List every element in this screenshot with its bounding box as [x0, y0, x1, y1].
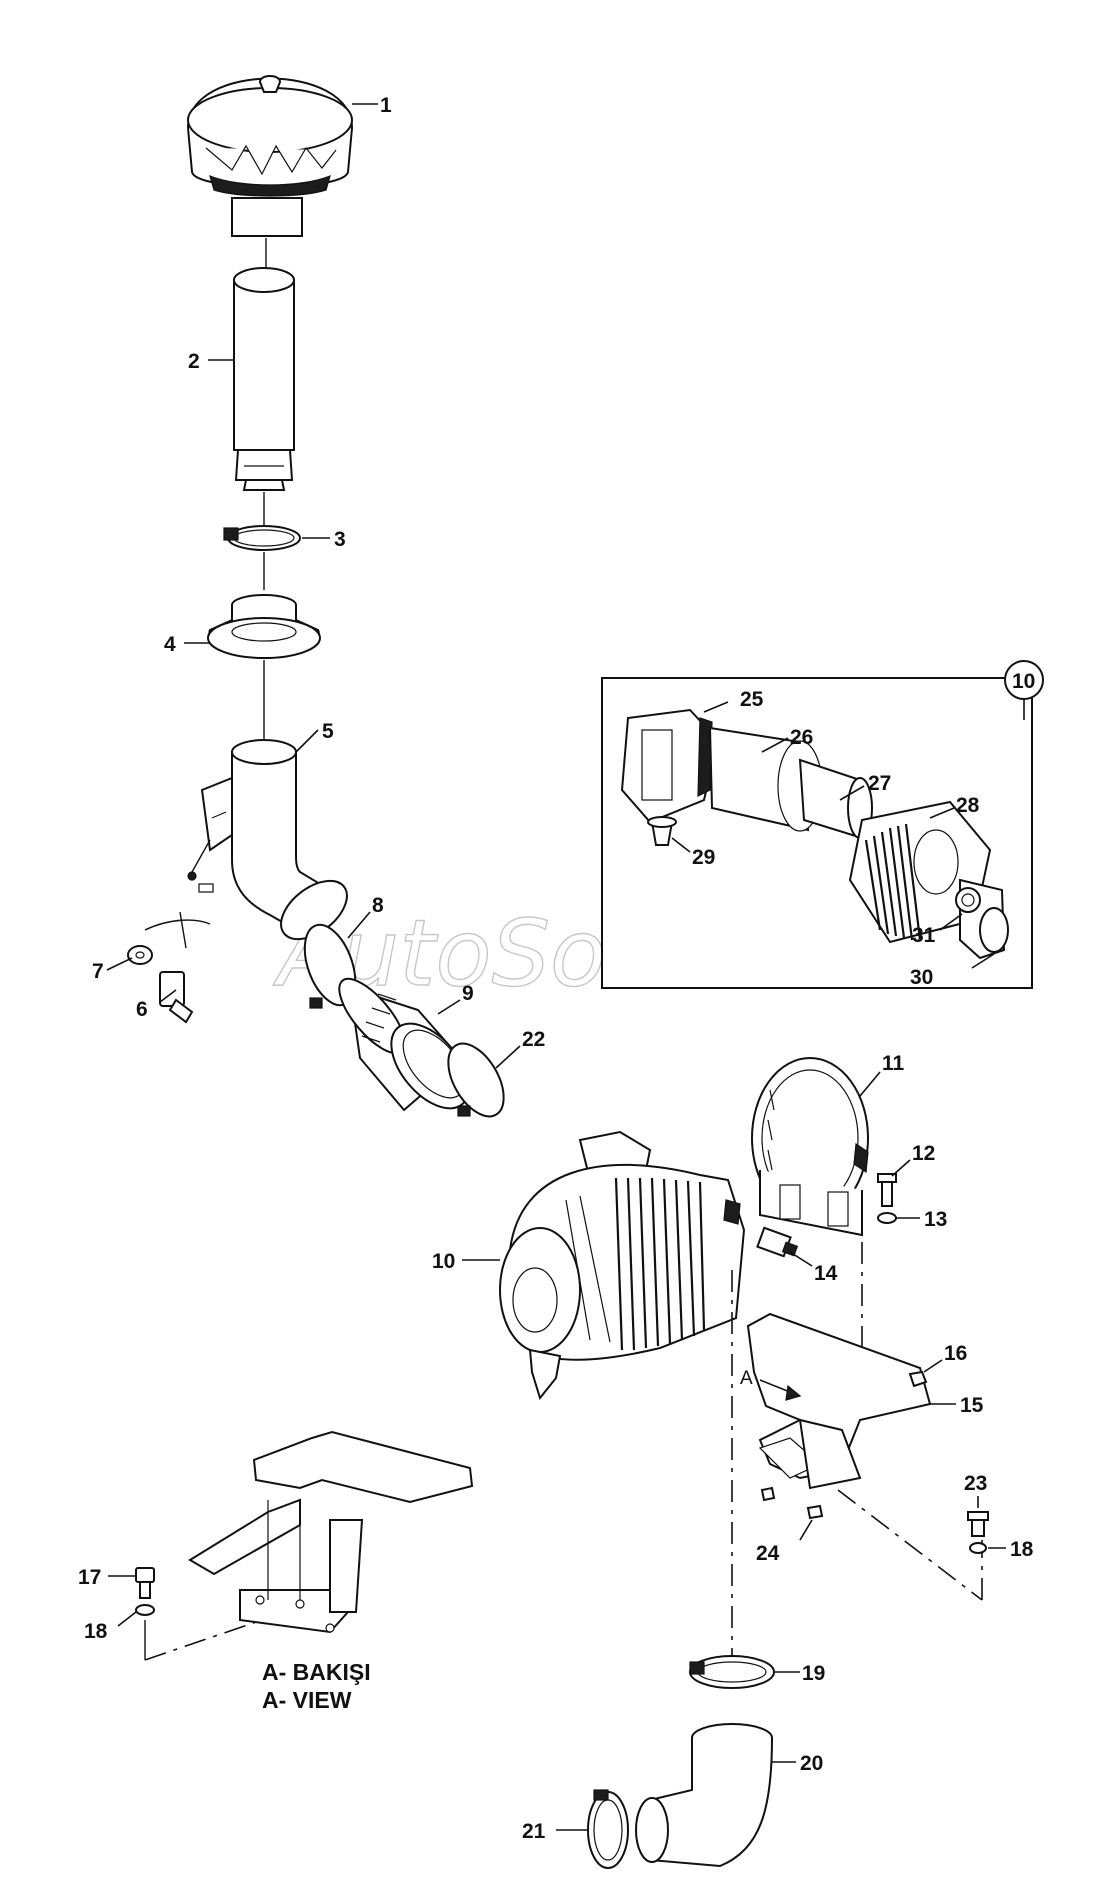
- part-14-indicator: [756, 1226, 799, 1258]
- part-17-bolt: [135, 1567, 155, 1599]
- callout-10: 10: [432, 1250, 455, 1273]
- inset-kit-10: [620, 708, 1009, 960]
- callout-31: 31: [912, 924, 936, 947]
- bolt-small: [187, 871, 214, 893]
- callout-2: 2: [188, 350, 200, 373]
- callout-12: 12: [912, 1142, 935, 1165]
- callout-17: 17: [78, 1566, 101, 1589]
- callout-19: 19: [802, 1662, 825, 1685]
- part-9-hose: [338, 977, 470, 1112]
- part-23-bolt: [967, 1511, 989, 1537]
- callout-23: 23: [964, 1472, 987, 1495]
- callout-18-right: 18: [1010, 1538, 1034, 1561]
- callout-26: 26: [790, 726, 813, 749]
- callout-30: 30: [910, 966, 933, 989]
- part-19-clamp: [689, 1655, 775, 1689]
- callout-25: 25: [740, 688, 764, 711]
- callout-14: 14: [814, 1262, 838, 1285]
- part-2-intake-tube: [233, 267, 295, 491]
- callout-3: 3: [334, 528, 346, 551]
- a-view-bracket: [188, 1430, 474, 1634]
- part-4-flange: [207, 594, 321, 659]
- part-24-nut: [760, 1486, 824, 1520]
- callout-1: 1: [380, 94, 392, 117]
- part-5-elbow-bracket: [200, 739, 348, 941]
- callout-8: 8: [372, 894, 384, 917]
- callout-15: 15: [960, 1394, 984, 1417]
- part-20-outlet-elbow: [635, 1723, 773, 1868]
- part-6-bolt: [159, 971, 194, 1024]
- callout-27: 27: [868, 772, 891, 795]
- part-18-washer-left: [135, 1604, 155, 1616]
- callout-11: 11: [882, 1052, 905, 1075]
- callout-20: 20: [800, 1752, 823, 1775]
- callout-24: 24: [756, 1542, 780, 1565]
- kit-10-circle: [1004, 660, 1044, 700]
- part-16-nut: [908, 1370, 928, 1388]
- callout-4: 4: [164, 633, 176, 656]
- part-7-washer: [127, 945, 153, 965]
- part-12-bolt: [877, 1173, 897, 1207]
- view-caption-en: A- VIEW: [262, 1687, 352, 1713]
- part-21-clamp: [587, 1789, 629, 1869]
- callout-18-left: 18: [84, 1620, 108, 1643]
- callout-13: 13: [924, 1208, 947, 1231]
- callout-29: 29: [692, 846, 715, 869]
- callout-6: 6: [136, 998, 148, 1021]
- callout-7: 7: [92, 960, 104, 983]
- part-1-precleaner-cap: [186, 75, 354, 237]
- leader-lines: [106, 103, 1025, 1831]
- part-18-washer-right: [969, 1542, 987, 1554]
- view-a-label: A: [740, 1368, 753, 1389]
- part-13-washer: [877, 1212, 897, 1224]
- callout-22: 22: [522, 1028, 545, 1051]
- part-11-mounting-band: [751, 1057, 869, 1237]
- part-10-air-filter-housing: [499, 1130, 746, 1401]
- callout-9: 9: [462, 982, 474, 1005]
- part-15-support-plate: [746, 1312, 932, 1490]
- callout-labels: 1 2 3 4 5 7 6 8 9 22 10 10 11 12 13 14 1…: [78, 94, 1035, 1843]
- callout-16: 16: [944, 1342, 967, 1365]
- part-3-hose-clamp: [223, 525, 301, 551]
- callout-5: 5: [322, 720, 334, 743]
- callout-10-inset: 10: [1012, 670, 1035, 693]
- callout-28: 28: [956, 794, 980, 817]
- view-caption-tr: A- BAKIŞI: [262, 1659, 371, 1685]
- part-22-clamp: [447, 1042, 505, 1118]
- callout-21: 21: [522, 1820, 546, 1843]
